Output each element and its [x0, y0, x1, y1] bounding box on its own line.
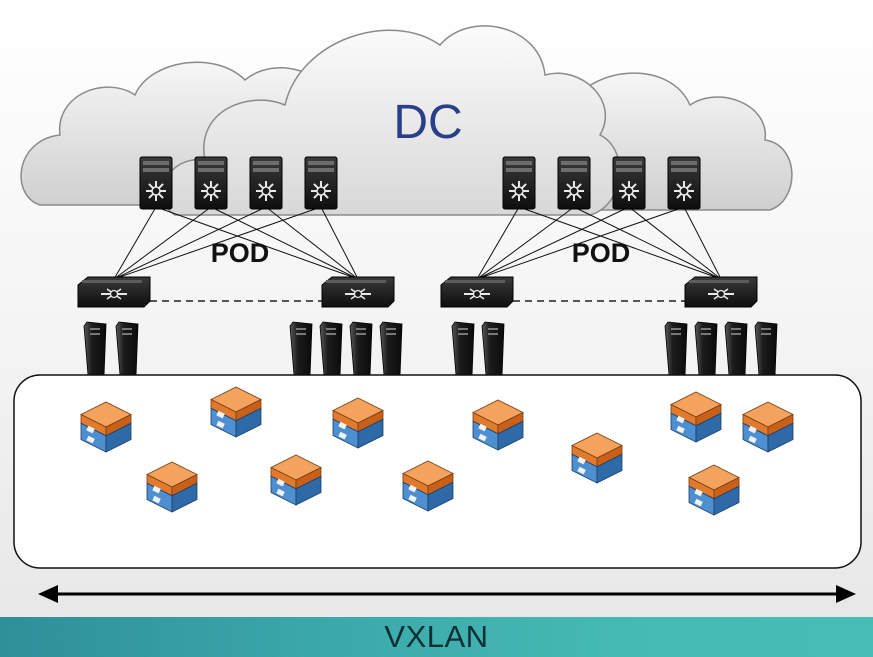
- vm-icon: [270, 454, 322, 506]
- spine-switch-icon: [502, 156, 536, 210]
- vm-group: [80, 386, 794, 516]
- cloud-center: [162, 25, 621, 216]
- server-icon: [694, 321, 718, 377]
- spine-leaf-link: [518, 206, 722, 280]
- spine-leaf-link: [113, 206, 212, 280]
- pod-links: [113, 206, 722, 280]
- spine-leaf-link: [155, 206, 359, 280]
- leaf-switch-icon: [440, 276, 514, 308]
- spine-leaf-link: [113, 206, 322, 280]
- pod-label-2: POD: [572, 238, 631, 268]
- vm-icon: [332, 397, 384, 449]
- spine-switch-icon: [557, 156, 591, 210]
- vm-icon: [571, 432, 623, 484]
- spine-switches: [139, 156, 701, 210]
- network-diagram: DC POD POD: [13, 25, 862, 603]
- spine-switch-icon: [304, 156, 338, 210]
- spine-leaf-link: [113, 206, 267, 280]
- spine-leaf-link: [476, 206, 575, 280]
- spine-leaf-link: [265, 206, 359, 280]
- dc-label: DC: [393, 96, 462, 149]
- spine-leaf-link: [628, 206, 722, 280]
- server-icon: [451, 321, 475, 377]
- spine-leaf-link: [683, 206, 722, 280]
- vm-icon: [146, 461, 198, 513]
- spine-leaf-link: [476, 206, 520, 280]
- server-icon: [115, 321, 139, 377]
- spine-leaf-link: [476, 206, 630, 280]
- leaf-switches: [77, 276, 758, 308]
- server-icon: [349, 321, 373, 377]
- server-icon: [289, 321, 313, 377]
- spine-switch-icon: [612, 156, 646, 210]
- spine-leaf-link: [573, 206, 722, 280]
- span-arrow: [38, 585, 856, 603]
- pod-label-1: POD: [211, 238, 270, 268]
- leaf-switch-icon: [321, 276, 395, 308]
- spine-switch-icon: [194, 156, 228, 210]
- spine-leaf-link: [113, 206, 157, 280]
- server-icon: [83, 321, 107, 377]
- vm-icon: [742, 401, 794, 453]
- vm-icon: [688, 464, 740, 516]
- vm-icon: [670, 391, 722, 443]
- server-icon: [319, 321, 343, 377]
- leaf-switch-icon: [684, 276, 758, 308]
- spine-leaf-link: [320, 206, 359, 280]
- vm-icon: [472, 399, 524, 451]
- spine-leaf-link: [476, 206, 685, 280]
- vm-icon: [80, 401, 132, 453]
- spine-leaf-link: [210, 206, 359, 280]
- footer-bar: VXLAN: [0, 617, 873, 657]
- server-icon: [754, 321, 778, 377]
- vm-icon: [402, 460, 454, 512]
- spine-switch-icon: [139, 156, 173, 210]
- server-row: [83, 321, 778, 377]
- span-arrow-right-head: [836, 585, 856, 603]
- server-icon: [664, 321, 688, 377]
- spine-switch-icon: [667, 156, 701, 210]
- server-icon: [379, 321, 403, 377]
- server-icon: [481, 321, 505, 377]
- leaf-switch-icon: [77, 276, 151, 308]
- spine-switch-icon: [249, 156, 283, 210]
- span-arrow-left-head: [38, 585, 58, 603]
- vm-icon: [210, 386, 262, 438]
- vxlan-label: VXLAN: [384, 619, 489, 654]
- server-icon: [724, 321, 748, 377]
